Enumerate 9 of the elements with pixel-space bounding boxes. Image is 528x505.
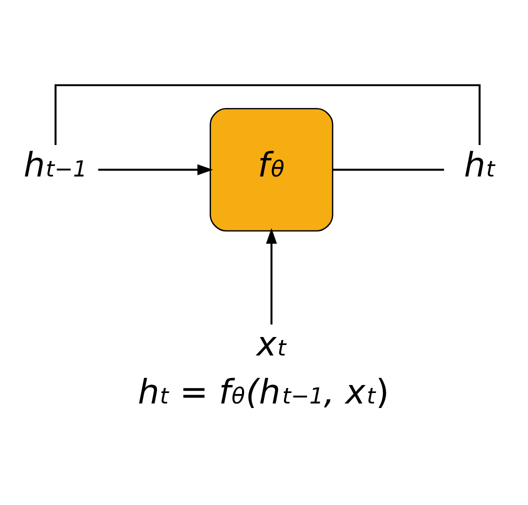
connector [332,168,444,170]
node-text: ht [464,145,495,184]
caption: ht = fθ(ht−1, xt) [138,372,390,412]
node-text: xt [256,324,286,363]
connector [54,84,481,145]
node-text: ht−1 [24,145,88,184]
arrow [266,228,277,324]
arrow [98,164,214,175]
node-box: fθ [210,107,334,232]
